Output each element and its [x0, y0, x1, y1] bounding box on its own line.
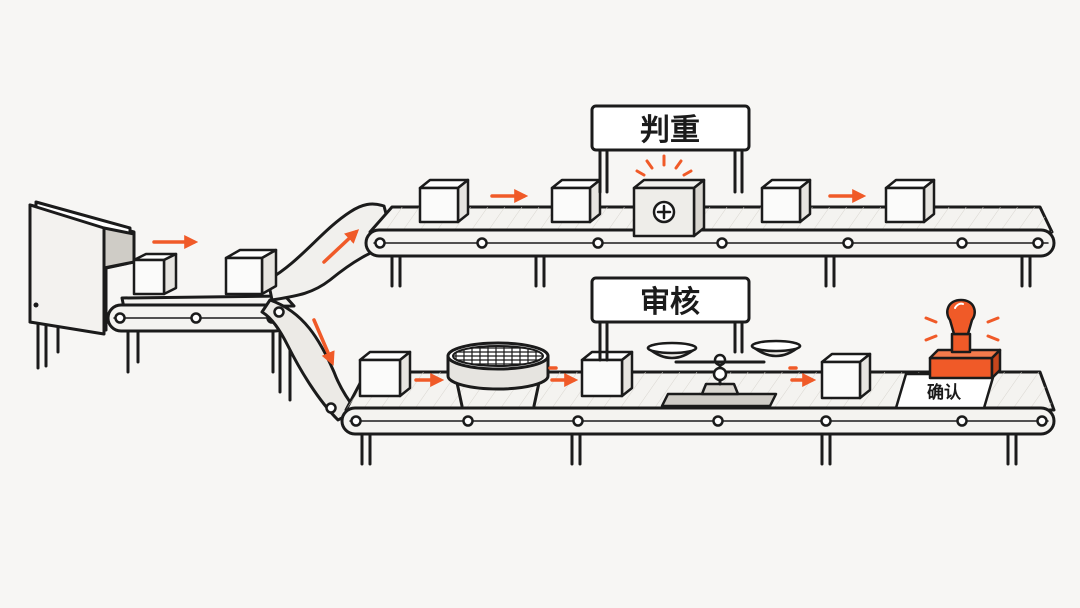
alert-rays — [924, 316, 1000, 342]
arrow-up-icon — [322, 229, 360, 264]
approval-stamp — [894, 298, 1002, 410]
review-station — [590, 276, 751, 362]
infeed-machine — [28, 200, 136, 370]
package-box — [224, 248, 278, 296]
package-box — [418, 178, 470, 224]
splitter-belt — [260, 202, 396, 422]
package-box — [884, 178, 936, 224]
package-box — [820, 352, 872, 400]
alert-rays — [635, 154, 693, 177]
feed-conveyor — [106, 294, 296, 374]
balance-scale-icon — [646, 339, 802, 408]
package-box — [550, 178, 602, 224]
package-box — [760, 178, 812, 224]
dedup-label: 判重 — [640, 113, 700, 148]
arrow-down-icon — [312, 318, 335, 366]
review-label: 审核 — [640, 285, 700, 320]
upper-conveyor — [364, 205, 1056, 288]
dedup-scanner — [632, 178, 706, 238]
package-box — [132, 252, 178, 296]
package-box — [580, 350, 634, 398]
review-sign — [590, 276, 751, 324]
dedup-sign — [590, 104, 751, 152]
filter-sieve — [446, 341, 550, 408]
stamp-label: 确认 — [927, 382, 962, 403]
dedup-station — [590, 104, 751, 238]
package-box — [358, 350, 412, 398]
flow-arrows — [152, 189, 867, 387]
